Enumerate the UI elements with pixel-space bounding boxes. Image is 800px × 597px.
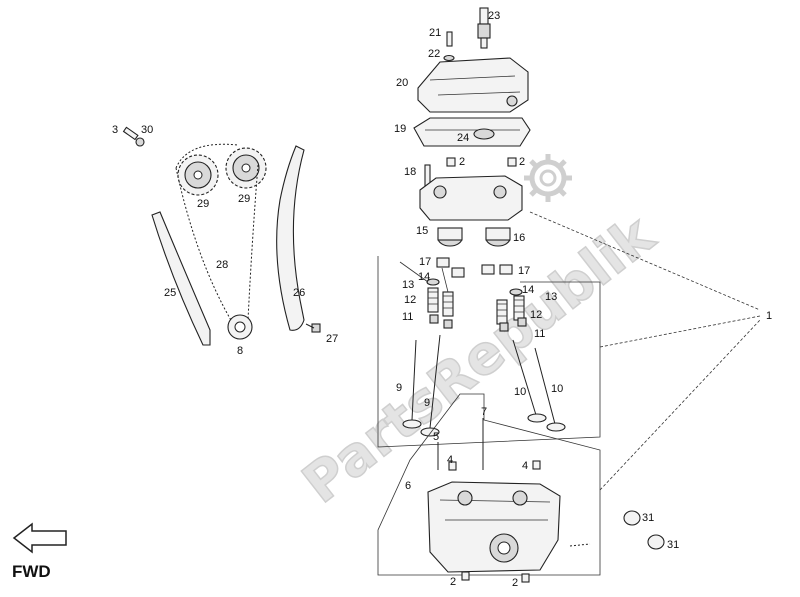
label-21: 21 — [429, 27, 441, 39]
part-cap-31-b — [647, 534, 665, 550]
label-10: 10 — [551, 383, 563, 395]
label-2: 2 — [459, 156, 465, 168]
part-valves-9 — [402, 334, 441, 437]
part-sprocket-29-left — [177, 154, 219, 196]
label-29: 29 — [197, 198, 209, 210]
label-30: 30 — [141, 124, 153, 136]
part-bolt-30 — [122, 126, 145, 147]
arrow-left-icon — [12, 522, 67, 554]
label-16: 16 — [513, 232, 525, 244]
label-29: 29 — [238, 193, 250, 205]
part-valves-10 — [512, 339, 566, 432]
part-washer-22 — [443, 54, 455, 62]
label-11: 11 — [402, 311, 413, 323]
label-25: 25 — [164, 287, 176, 299]
part-valve-springs-right — [496, 295, 527, 332]
label-9: 9 — [424, 397, 430, 409]
part-sprocket-29-right — [225, 147, 267, 189]
label-18: 18 — [404, 166, 416, 178]
part-valve-cover-20 — [417, 57, 529, 113]
part-tappet-17-a — [436, 257, 450, 268]
part-dowel-2-right — [507, 157, 517, 167]
label-26: 26 — [293, 287, 305, 299]
part-tappet-17-c — [481, 264, 495, 275]
label-20: 20 — [396, 77, 408, 89]
gear-icon — [524, 154, 572, 202]
part-timing-chain-28 — [175, 143, 259, 323]
part-tappet-17-b — [451, 267, 465, 278]
label-15: 15 — [416, 225, 428, 237]
label-23: 23 — [488, 10, 500, 22]
part-camshaft-holder — [419, 175, 523, 221]
label-6: 6 — [405, 480, 411, 492]
label-28: 28 — [216, 259, 228, 271]
callout-lines — [399, 211, 761, 491]
label-17: 17 — [419, 256, 431, 268]
part-chain-guide-25 — [151, 211, 211, 346]
label-13: 13 — [402, 279, 414, 291]
part-bolt-21 — [446, 31, 453, 47]
label-14: 14 — [522, 284, 534, 296]
part-seal-24 — [473, 128, 495, 140]
part-dowel-4-right — [532, 460, 541, 470]
part-labels: 1 2 2 2 2 3 4 4 5 6 7 8 9 9 10 10 11 11 … — [112, 10, 772, 589]
label-14: 14 — [418, 271, 430, 283]
part-dowel-2-bottom-left — [461, 571, 470, 581]
label-27: 27 — [326, 333, 338, 345]
part-screw-27 — [305, 323, 321, 333]
label-8: 8 — [237, 345, 243, 357]
part-spark-plug-23 — [477, 7, 491, 49]
label-9: 9 — [396, 382, 402, 394]
label-17: 17 — [518, 265, 530, 277]
label-12: 12 — [530, 309, 542, 321]
part-gasket-19 — [413, 117, 531, 147]
label-7: 7 — [481, 406, 487, 418]
label-2: 2 — [519, 156, 525, 168]
valve-train-group — [377, 256, 601, 448]
part-valve-springs-left — [427, 287, 454, 329]
label-24: 24 — [457, 132, 469, 144]
label-31: 31 — [642, 512, 654, 524]
part-camshaft-16 — [485, 227, 511, 247]
label-2: 2 — [450, 576, 456, 588]
label-1: 1 — [766, 310, 772, 322]
part-tappet-17-d — [499, 264, 513, 275]
label-5: 5 — [433, 431, 439, 443]
label-4: 4 — [447, 454, 453, 466]
part-cylinder-head — [427, 481, 561, 573]
cylinder-head-group — [377, 393, 665, 583]
label-3: 3 — [112, 124, 118, 136]
label-11: 11 — [534, 328, 545, 340]
part-camshaft-15 — [437, 227, 463, 247]
label-31: 31 — [667, 539, 679, 551]
part-cap-31-a — [623, 510, 641, 526]
part-dowel-2-left — [446, 157, 456, 167]
part-crank-sprocket-8 — [227, 314, 253, 340]
fwd-label: FWD — [12, 562, 51, 581]
label-2: 2 — [512, 577, 518, 589]
label-4: 4 — [522, 460, 528, 472]
timing-chain-group — [122, 126, 321, 346]
label-12: 12 — [404, 294, 416, 306]
label-13: 13 — [545, 291, 557, 303]
label-10: 10 — [514, 386, 526, 398]
part-tensioner-blade-26 — [276, 145, 305, 331]
part-dowel-4-left — [448, 461, 457, 471]
label-22: 22 — [428, 48, 440, 60]
part-dowel-2-bottom-right — [521, 573, 530, 583]
watermark-text: PartsRepublik — [291, 203, 666, 516]
label-19: 19 — [394, 123, 406, 135]
valve-cover-group — [413, 7, 531, 278]
